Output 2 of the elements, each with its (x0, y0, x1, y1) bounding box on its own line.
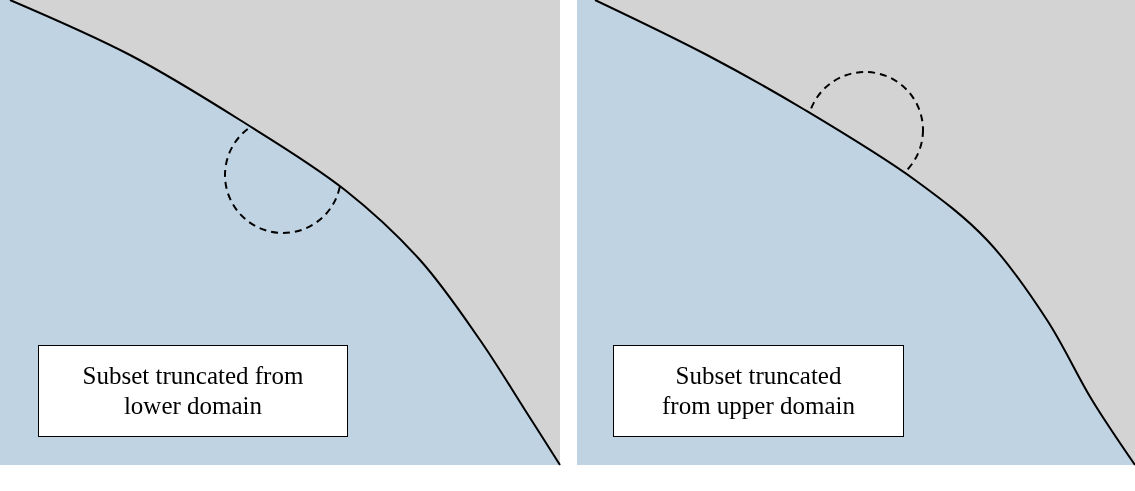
text-box: Subset truncated from lower domain (38, 345, 348, 437)
text-box: Subset truncated from upper domain (613, 345, 904, 437)
